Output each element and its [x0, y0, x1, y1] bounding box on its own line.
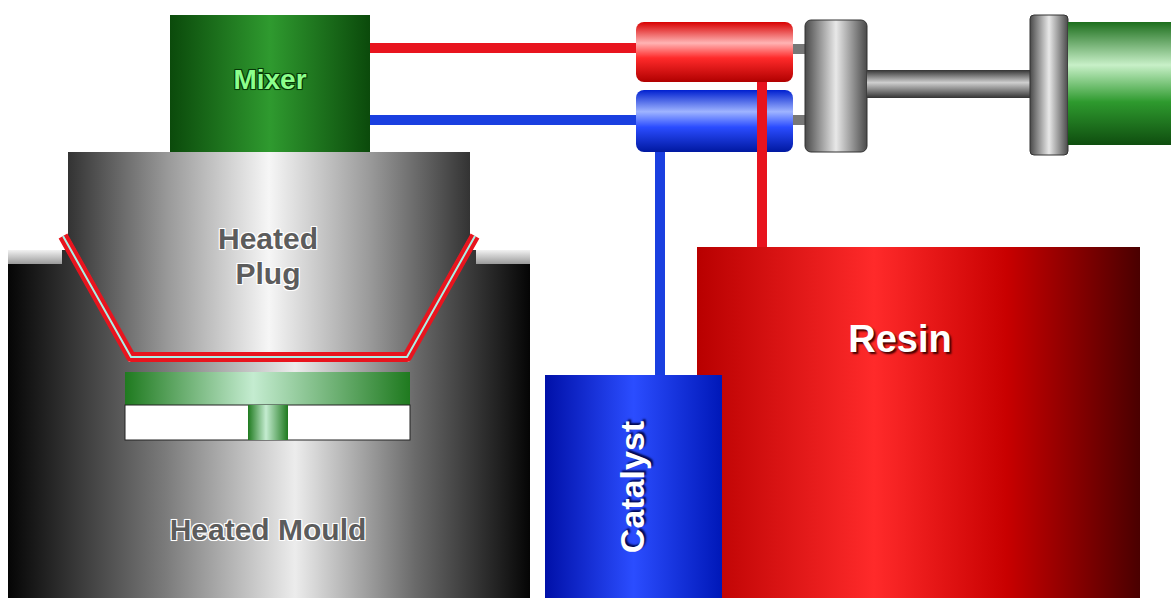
resin-pump-cylinder	[636, 22, 793, 82]
mixer-box: Mixer	[170, 15, 370, 152]
pump-crosshead	[805, 20, 867, 152]
node-label: Heated Plug	[193, 222, 343, 291]
heated-mould: Heated Mould	[8, 250, 530, 598]
actuator-flange	[1030, 15, 1068, 155]
heated-mould-outline	[8, 250, 530, 598]
mould-shape	[8, 250, 530, 598]
catalyst-pump-cylinder	[636, 90, 793, 152]
resin-tank: Resin	[697, 247, 1140, 598]
reinforcement-layer	[63, 236, 475, 357]
actuator-cylinder	[1068, 22, 1171, 145]
ejector-plate	[125, 372, 410, 405]
ejector-recess	[125, 405, 410, 440]
node-label: Resin	[848, 318, 951, 362]
mould-rim	[8, 250, 62, 264]
piston-rod	[867, 70, 1030, 98]
node-label: Catalyst	[613, 421, 652, 553]
catalyst-tank: Catalyst	[545, 375, 722, 598]
resin-charge-layer	[63, 236, 475, 357]
plug-shape	[68, 152, 470, 352]
node-label: Heated Mould	[170, 513, 367, 548]
node-label: Mixer	[233, 64, 306, 96]
resin-feed-pipe	[757, 82, 767, 152]
mould-rim	[476, 250, 530, 264]
heated-plug: Heated Plug	[68, 152, 470, 352]
ejector-stem	[248, 405, 288, 440]
